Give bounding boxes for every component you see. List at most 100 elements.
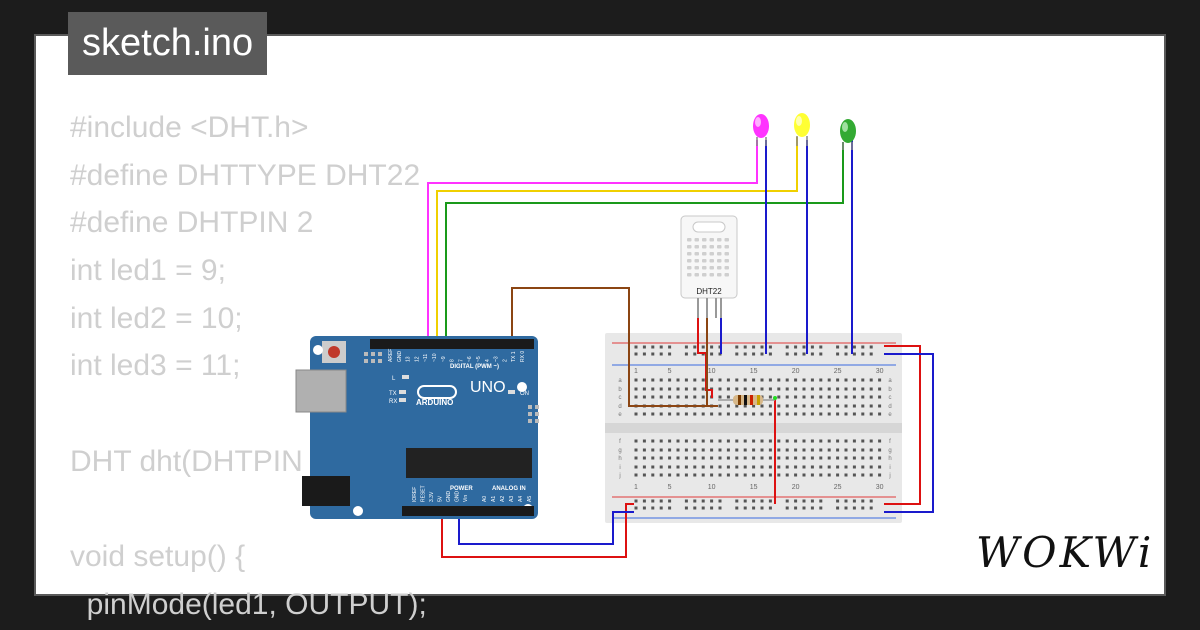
wire-red-5v (441, 503, 634, 558)
pin-label: ~3 (494, 356, 500, 362)
pin-label: 4 (485, 359, 491, 362)
column-number: 30 (876, 368, 884, 375)
wire-magenta (427, 140, 758, 350)
column-number: 20 (792, 368, 800, 375)
pin-label: RX 0 (520, 351, 526, 362)
pin-label: ~9 (441, 356, 447, 362)
preview-canvas: #include <DHT.h> #define DHTTYPE DHT22 #de… (34, 34, 1166, 621)
pin-label: A1 (491, 496, 497, 502)
board-led (402, 375, 409, 379)
row-letter: f (619, 439, 621, 445)
pin-label: ~10 (432, 353, 438, 362)
row-letter: c (619, 395, 622, 401)
row-letter: c (889, 395, 892, 401)
pin-label: A4 (518, 496, 524, 502)
row-letter: j (888, 473, 890, 479)
board-led-label: RX (389, 399, 397, 405)
row-letter: j (618, 473, 620, 479)
board-brand: ARDUINO (416, 398, 453, 407)
column-number: 5 (668, 368, 672, 375)
pin-label: GND (397, 351, 403, 363)
code-line: #define DHTTYPE DHT22 (70, 158, 421, 192)
pin-label: A0 (482, 496, 488, 502)
row-letter: d (618, 404, 621, 410)
pin-label: A3 (509, 496, 515, 502)
column-number: 1 (634, 484, 638, 491)
code-line: #define DHTPIN 2 (70, 206, 314, 240)
pin-label: A2 (500, 496, 506, 502)
led-green (840, 119, 856, 150)
reset-button[interactable] (328, 346, 340, 358)
dht22-sensor: DHT22 (680, 215, 738, 318)
wire-blue-rail (884, 353, 934, 513)
power-header-label: POWER (450, 486, 473, 492)
pin-label: AREF (388, 349, 394, 362)
row-letter: g (888, 448, 891, 454)
board-led-label: L (392, 376, 396, 382)
row-letter: b (618, 387, 622, 393)
row-letter: h (888, 456, 891, 462)
board-led-label: TX (389, 391, 397, 397)
column-number: 20 (792, 484, 800, 491)
column-number: 1 (634, 368, 638, 375)
sensor-label: DHT22 (696, 287, 722, 296)
column-number: 30 (876, 484, 884, 491)
wire-green (445, 142, 844, 350)
code-line: pinMode(led1, OUTPUT); (70, 587, 427, 621)
column-number: 25 (834, 484, 842, 491)
pin-label: GND (446, 491, 452, 503)
board-led-label: ON (520, 391, 529, 397)
row-letter: d (888, 404, 891, 410)
pin-label: ~11 (423, 354, 429, 362)
pin-label: 3.3V (429, 491, 435, 502)
code-line: DHT dht(DHTPIN (70, 444, 303, 478)
row-letter: e (618, 412, 622, 418)
pin-label: 8 (450, 359, 456, 362)
code-line: int led3 = 11; (70, 349, 241, 383)
column-number: 5 (668, 484, 672, 491)
row-letter: b (888, 387, 892, 393)
pin-label: 2 (502, 359, 508, 362)
code-line: void setup() { (70, 540, 246, 574)
pin-label: TX 1 (511, 351, 517, 362)
board-model: UNO (470, 379, 506, 396)
pin-label: 7 (458, 359, 464, 362)
pin-label: 13 (406, 356, 412, 362)
led-magenta (753, 114, 769, 146)
code-listing: #include <DHT.h> #define DHTTYPE DHT22 #de… (70, 104, 427, 629)
board-led (399, 398, 406, 402)
column-number: 25 (834, 368, 842, 375)
pin-label: GND (455, 491, 461, 503)
row-letter: i (619, 465, 620, 471)
row-letter: e (888, 412, 892, 418)
row-letter: a (888, 378, 892, 384)
pin-label: IOREF (412, 487, 418, 502)
row-letter: i (889, 465, 890, 471)
column-number: 10 (708, 484, 716, 491)
board-led (508, 390, 515, 394)
column-number: 10 (708, 368, 716, 375)
board-led (399, 390, 406, 394)
pin-label: A5 (527, 496, 533, 502)
pin-label: ~6 (467, 356, 473, 362)
file-tab[interactable]: sketch.ino (68, 12, 268, 75)
column-number: 15 (750, 484, 758, 491)
code-line: int led1 = 9; (70, 254, 226, 288)
led-yellow (794, 113, 810, 146)
code-line: #include <DHT.h> (70, 111, 309, 144)
row-letter: g (618, 448, 621, 454)
pin-label: Vin (463, 495, 469, 502)
pin-label: RESET (421, 485, 427, 502)
code-line: int led2 = 10; (70, 301, 243, 335)
wires (427, 137, 934, 558)
analog-header-label: ANALOG IN (492, 486, 526, 492)
pin-label: 12 (414, 356, 420, 362)
row-letter: h (618, 456, 621, 462)
arduino-uno-board: UNO ARDUINO DIGITAL (PWM ~) ANALOG IN PO… (295, 336, 539, 519)
row-letter: a (618, 378, 622, 384)
wire-blue-gnd (458, 511, 634, 545)
pin-label: ~5 (476, 356, 482, 362)
wire-red-rail (884, 345, 921, 505)
